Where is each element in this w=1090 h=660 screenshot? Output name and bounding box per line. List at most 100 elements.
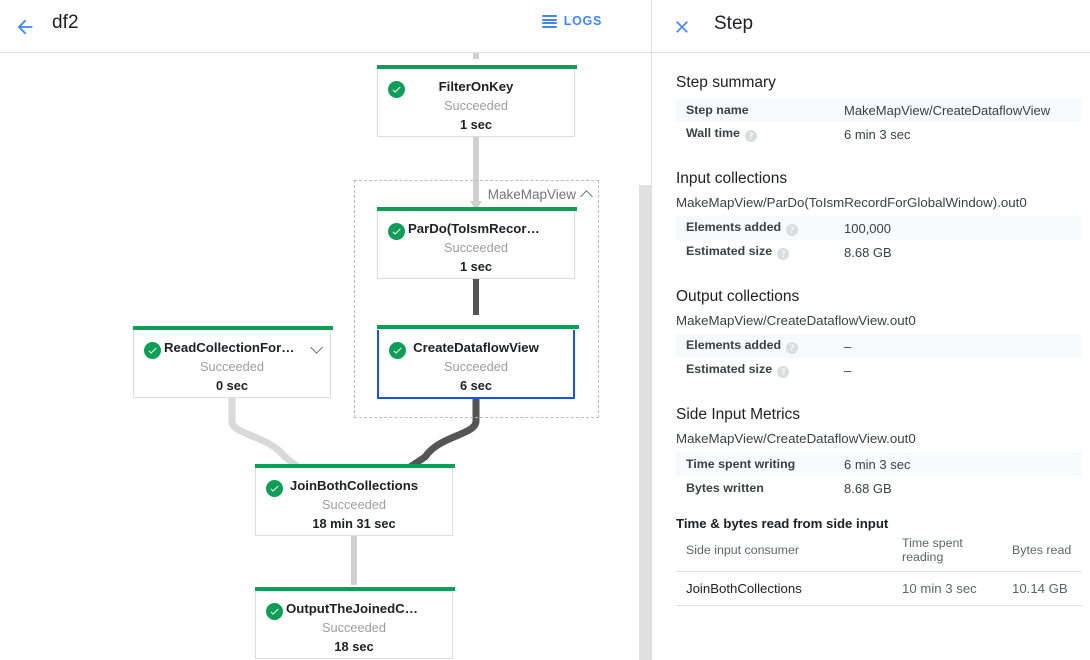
row-key-label: Wall time	[686, 126, 740, 140]
row-value: 6 min 3 sec	[844, 126, 911, 142]
group-collapse-toggle[interactable]: MakeMapView	[488, 187, 592, 202]
graph-node-pardo-toismrecordfor[interactable]: ParDo(ToIsmRecordFor… Succeeded 1 sec	[377, 207, 577, 279]
cell-time-spent-reading: 10 min 3 sec	[892, 571, 1002, 606]
node-status: Succeeded	[199, 359, 265, 374]
row-value: MakeMapView/CreateDataflowView	[844, 102, 1051, 118]
column-header-bytes-read[interactable]: Bytes read	[1002, 534, 1082, 572]
help-icon[interactable]: ?	[786, 224, 799, 236]
section-input-collections: Input collections MakeMapView/ParDo(ToIs…	[676, 170, 1082, 264]
row-value: 6 min 3 sec	[844, 456, 911, 472]
chevron-down-icon[interactable]	[311, 343, 322, 354]
node-name: ReadCollectionForJoin	[164, 340, 309, 355]
column-header-consumer[interactable]: Side input consumer	[676, 534, 892, 572]
edge-filteronkey-to-pardo	[470, 134, 482, 211]
node-status: Succeeded	[443, 98, 509, 113]
table-row: Bytes written 8.68 GB	[676, 476, 1082, 500]
node-name: JoinBothCollections	[289, 478, 419, 493]
step-panel-header: Step	[652, 0, 1090, 53]
table-row[interactable]: JoinBothCollections 10 min 3 sec 10.14 G…	[676, 571, 1082, 606]
node-duration: 18 sec	[334, 639, 374, 654]
edge-readcollectionforjoin-to-joinbothcollections	[226, 386, 302, 471]
help-icon[interactable]: ?	[777, 366, 790, 378]
table-row: Estimated size? 8.68 GB	[676, 240, 1082, 264]
graph-node-joinbothcollections[interactable]: JoinBothCollections Succeeded 18 min 31 …	[255, 464, 455, 536]
node-duration: 0 sec	[215, 378, 249, 393]
logs-button[interactable]: LOGS	[541, 14, 602, 28]
spacer	[676, 500, 1082, 516]
arrow-left-icon[interactable]	[8, 10, 42, 44]
node-name: OutputTheJoinedCollec…	[286, 601, 448, 616]
section-heading: Side Input Metrics	[676, 406, 801, 423]
section-heading: Input collections	[676, 170, 788, 187]
node-status-bar	[255, 587, 455, 591]
job-graph-pane: df2 LOGS	[0, 0, 652, 660]
spacer	[676, 146, 1082, 170]
node-status-bar	[377, 65, 577, 69]
step-details-pane: Step Step summary Step name MakeMapView/…	[652, 0, 1090, 660]
node-name: CreateDataflowView	[413, 340, 539, 355]
step-panel-title: Step	[714, 13, 754, 34]
help-icon[interactable]: ?	[786, 342, 799, 354]
node-name: FilterOnKey	[438, 79, 514, 94]
check-circle-icon	[266, 480, 283, 497]
section-heading: Time & bytes read from side input	[676, 516, 889, 531]
node-duration: 1 sec	[459, 117, 493, 132]
graph-scrollbar-thumb[interactable]	[639, 185, 651, 660]
side-input-reads-table: Side input consumer Time spent reading B…	[676, 534, 1082, 606]
row-key: Wall time?	[676, 122, 844, 146]
collection-name: MakeMapView/ParDo(ToIsmRecordForGlobalWi…	[676, 195, 1027, 210]
chevron-up-icon	[581, 189, 592, 200]
row-key: Elements added?	[676, 334, 844, 358]
row-key: Estimated size?	[676, 240, 844, 264]
side-input-metrics-table: Time spent writing 6 min 3 sec Bytes wri…	[676, 452, 1082, 500]
graph-group-makemapview[interactable]: MakeMapView	[354, 180, 599, 418]
node-status-bar	[377, 207, 577, 211]
graph-node-outputthejoinedcollection[interactable]: OutputTheJoinedCollec… Succeeded 18 sec	[255, 587, 455, 659]
section-heading: Step summary	[676, 74, 776, 91]
row-key-label: Elements added	[686, 220, 782, 234]
logs-button-label: LOGS	[563, 14, 602, 28]
row-value: 8.68 GB	[844, 480, 892, 496]
left-toolbar: df2 LOGS	[0, 0, 652, 53]
row-key: Bytes written	[686, 481, 764, 495]
table-row: Elements added? 100,000	[676, 216, 1082, 240]
check-circle-icon	[388, 81, 405, 98]
node-duration: 1 sec	[459, 259, 493, 274]
graph-node-filteronkey[interactable]: FilterOnKey Succeeded 1 sec	[377, 65, 577, 137]
node-duration: 18 min 31 sec	[312, 516, 396, 531]
collection-name: MakeMapView/CreateDataflowView.out0	[676, 431, 916, 446]
node-status: Succeeded	[321, 497, 387, 512]
row-key: Estimated size?	[676, 358, 844, 382]
row-value: 100,000	[844, 220, 891, 236]
close-icon[interactable]	[668, 13, 695, 40]
table-row: Time spent writing 6 min 3 sec	[676, 452, 1082, 476]
job-graph-canvas[interactable]: MakeMapView FilterOnKey Succeeded 1 sec	[0, 53, 652, 660]
page-title: df2	[52, 12, 79, 33]
graph-node-createdataflowview[interactable]: CreateDataflowView Succeeded 6 sec	[377, 325, 579, 399]
output-collections-table: Elements added? – Estimated size? –	[676, 334, 1082, 382]
section-side-input-reads: Time & bytes read from side input Side i…	[676, 516, 1082, 606]
table-row: Estimated size? –	[676, 358, 1082, 382]
graph-node-readcollectionforjoin[interactable]: ReadCollectionForJoin Succeeded 0 sec	[133, 326, 333, 398]
node-status-bar	[133, 326, 333, 330]
row-key: Elements added?	[676, 216, 844, 240]
spacer	[676, 382, 1082, 406]
help-icon[interactable]: ?	[777, 248, 790, 260]
group-label: MakeMapView	[487, 187, 576, 202]
input-collections-table: Elements added? 100,000 Estimated size? …	[676, 216, 1082, 264]
collection-name: MakeMapView/CreateDataflowView.out0	[676, 313, 916, 328]
pane-divider	[651, 0, 652, 660]
table-row: Step name MakeMapView/CreateDataflowView	[676, 98, 1082, 122]
row-key: Time spent writing	[686, 457, 796, 471]
cell-consumer: JoinBothCollections	[676, 571, 892, 606]
node-status: Succeeded	[443, 240, 509, 255]
table-row: Wall time? 6 min 3 sec	[676, 122, 1082, 146]
node-status: Succeeded	[443, 359, 509, 374]
node-status-bar	[377, 325, 579, 329]
section-output-collections: Output collections MakeMapView/CreateDat…	[676, 288, 1082, 382]
table-header-row: Side input consumer Time spent reading B…	[676, 534, 1082, 572]
row-key-label: Step name	[686, 103, 749, 117]
column-header-time-spent-reading[interactable]: Time spent reading	[892, 534, 1002, 572]
help-icon[interactable]: ?	[744, 130, 757, 142]
